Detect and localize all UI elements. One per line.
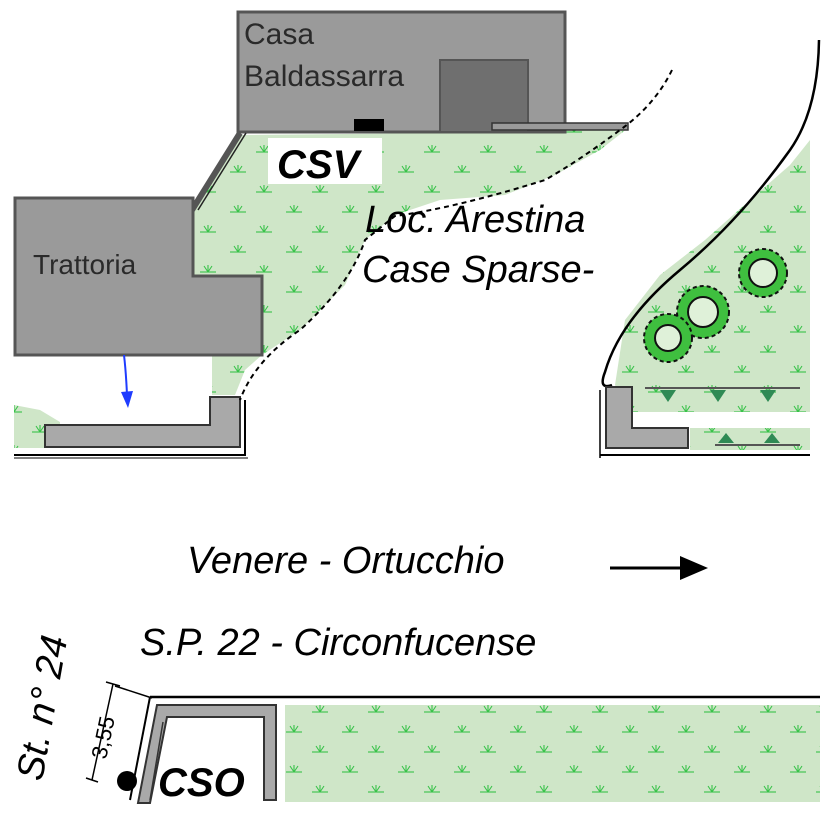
- station-label: St. n° 24: [10, 632, 77, 783]
- dimension-line: [85, 681, 121, 783]
- casa-label-line1: Casa: [244, 18, 314, 51]
- east-road-edge: [601, 39, 821, 388]
- trattoria-label: Trattoria: [33, 249, 137, 280]
- cso-label: CSO: [158, 761, 245, 805]
- dimension-label: 3,55: [86, 714, 119, 761]
- direction-label: Venere - Ortucchio: [187, 540, 505, 582]
- casa-baldassarra-annex: [439, 59, 529, 133]
- road-name-label: S.P. 22 - Circonfucense: [140, 622, 536, 664]
- locality-line1: Loc. Arestina: [365, 199, 585, 241]
- grass-area-south: [285, 705, 820, 802]
- tree-icon: [738, 248, 788, 298]
- casa-baldassarra-wall: [491, 122, 629, 131]
- csv-label-bg: [268, 138, 382, 184]
- station-point-icon: [117, 771, 137, 791]
- west-wall: [44, 396, 241, 448]
- csv-label: CSV: [277, 143, 363, 187]
- casa-label-line2: Baldassarra: [244, 60, 404, 93]
- locality-line2: Case Sparse-: [362, 249, 594, 291]
- dashed-road-edge: [239, 69, 673, 401]
- csv-marker: [354, 119, 384, 131]
- grass-area-north: [193, 128, 628, 395]
- trattoria-building: [13, 196, 264, 357]
- connecting-wall: [189, 131, 243, 212]
- east-wall: [605, 386, 689, 449]
- tree-icon: [676, 285, 730, 339]
- grass-area-east-lower: [690, 428, 810, 450]
- blue-arrow-icon: [123, 354, 128, 396]
- tree-icon: [643, 313, 693, 363]
